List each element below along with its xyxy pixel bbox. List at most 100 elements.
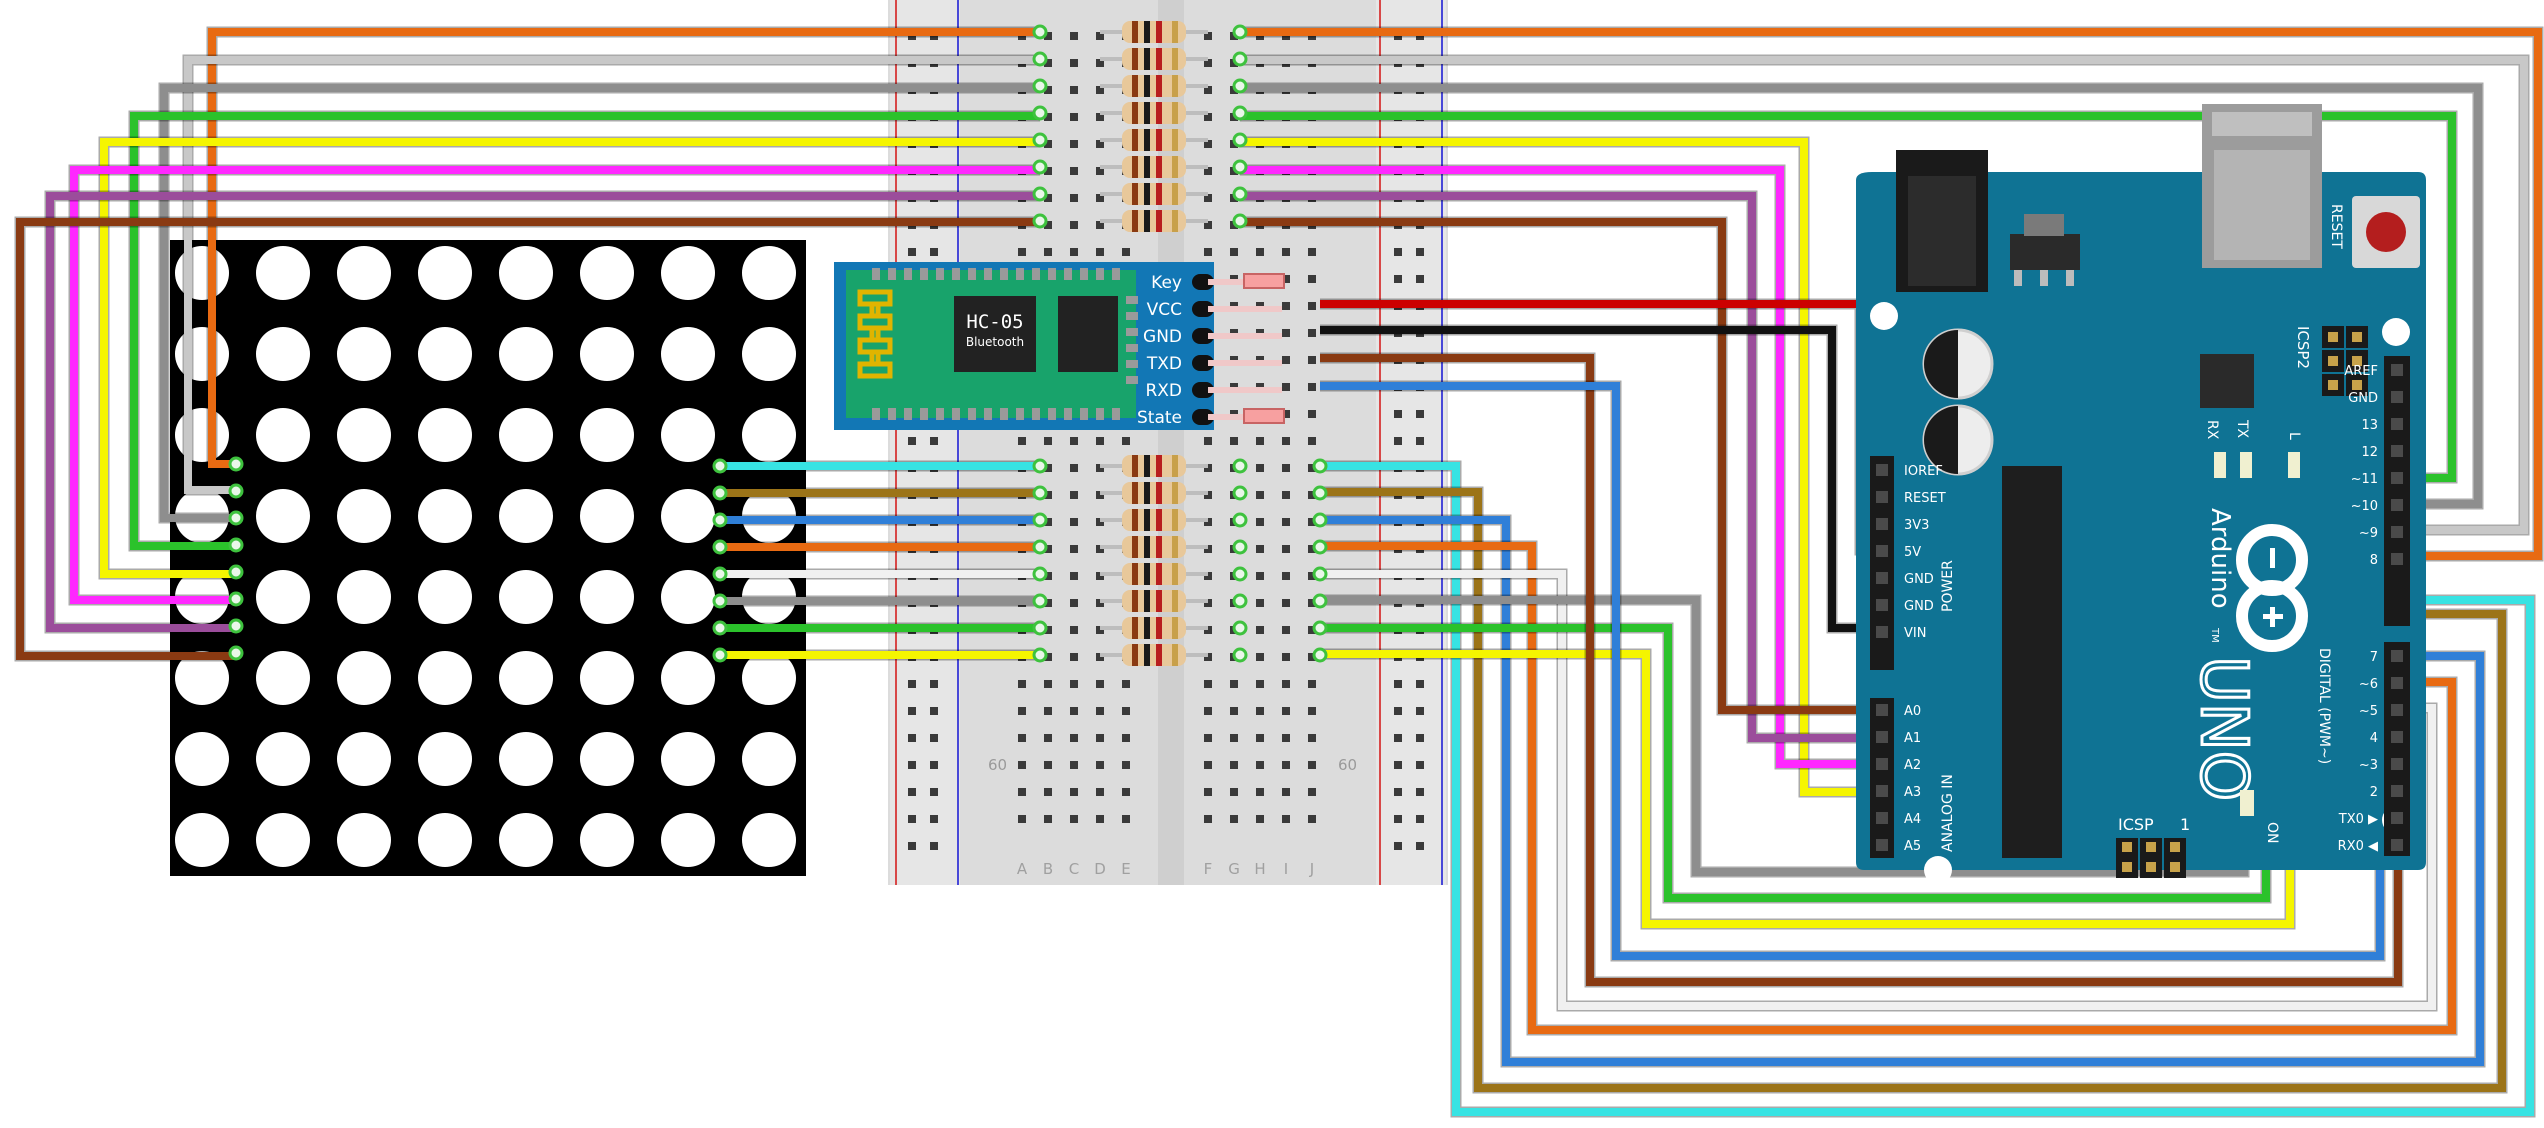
digital-pin: [2391, 677, 2403, 689]
wire-end: [1312, 620, 1328, 636]
hc05-pin-header: [1192, 382, 1214, 398]
wire-black-gnd: [1320, 326, 1878, 632]
wire-end: [1312, 593, 1328, 609]
breadboard-hole: [1070, 248, 1078, 256]
breadboard-hole: [1230, 707, 1238, 715]
hc05-pad-bottom: [968, 408, 976, 420]
breadboard-hole: [1308, 437, 1316, 445]
breadboard-hole: [1122, 707, 1130, 715]
mount-hole-3: [1924, 856, 1952, 884]
hc05-pad-top: [984, 268, 992, 280]
breadboard-hole: [1044, 86, 1052, 94]
breadboard-hole: [1256, 653, 1264, 661]
wire-end: [228, 537, 244, 553]
led-dot: [337, 246, 391, 300]
breadboard-hole: [1282, 572, 1290, 580]
led-dot: [418, 489, 472, 543]
icsp-pin-pad: [2122, 862, 2132, 872]
led-dot: [337, 327, 391, 381]
led-dot: [661, 732, 715, 786]
icsp2-pin-pad: [2352, 332, 2362, 342]
breadboard-hole: [1256, 248, 1264, 256]
breadboard-hole: [1308, 707, 1316, 715]
digital-pin: [2391, 445, 2403, 457]
wire-end: [1232, 620, 1248, 636]
digital-pin: [2391, 839, 2403, 851]
breadboard-hole: [1308, 383, 1316, 391]
breadboard-hole: [1256, 437, 1264, 445]
rail-hole: [1416, 680, 1424, 688]
breadboard-hole: [1230, 761, 1238, 769]
hc05-pad-bottom: [1000, 408, 1008, 420]
rail-hole: [930, 437, 938, 445]
breadboard-hole: [1308, 464, 1316, 472]
led-dot: [256, 813, 310, 867]
breadboard-hole: [1044, 653, 1052, 661]
resistor-band: [1156, 102, 1162, 124]
hc05-pad-bottom: [904, 408, 912, 420]
rail-hole: [908, 788, 916, 796]
led-label-tx: TX: [2234, 419, 2250, 439]
hc05-pin-header: [1192, 355, 1214, 371]
breadboard-hole: [1230, 734, 1238, 742]
wire-end: [1312, 566, 1328, 582]
icsp2-pin-pad: [2328, 356, 2338, 366]
breadboard-hole: [1070, 761, 1078, 769]
power-pin: [1876, 545, 1888, 557]
breadboard-hole: [1018, 248, 1026, 256]
hc05-state-jumper: [1243, 408, 1285, 424]
resistor-band: [1144, 563, 1150, 585]
breadboard-column-label: B: [1043, 860, 1053, 878]
digital-pin-label: ~10: [2351, 499, 2378, 514]
reset-button-cap[interactable]: [2366, 212, 2406, 252]
digital-pin: [2391, 499, 2403, 511]
breadboard-hole: [1282, 329, 1290, 337]
breadboard-hole: [1204, 113, 1212, 121]
resistor-band: [1144, 210, 1150, 232]
breadboard-hole: [1096, 140, 1104, 148]
wire-end: [1312, 539, 1328, 555]
breadboard-hole: [1256, 464, 1264, 472]
resistor-band: [1144, 455, 1150, 477]
power-pin: [1876, 599, 1888, 611]
rail-hole: [1394, 815, 1402, 823]
resistor-band: [1132, 509, 1138, 531]
hc05-pad-bottom: [1048, 408, 1056, 420]
breadboard-hole: [1044, 59, 1052, 67]
breadboard-hole: [1282, 815, 1290, 823]
breadboard-hole: [1070, 491, 1078, 499]
led-dot: [742, 651, 796, 705]
hc05-pad-bottom: [1032, 408, 1040, 420]
wire-end: [1312, 485, 1328, 501]
breadboard-hole: [1070, 464, 1078, 472]
wire-end: [1312, 647, 1328, 663]
icsp-pin-pad: [2170, 862, 2180, 872]
breadboard-hole: [1256, 518, 1264, 526]
icsp-label: ICSP: [2118, 815, 2154, 834]
breadboard-hole: [1230, 680, 1238, 688]
breadboard-hole: [1018, 680, 1026, 688]
wire-end: [1232, 186, 1248, 202]
breadboard-hole: [1096, 32, 1104, 40]
breadboard-hole: [1308, 626, 1316, 634]
hc05-pin-header: [1192, 301, 1214, 317]
led-dot: [175, 732, 229, 786]
hc05-pin-header: [1192, 328, 1214, 344]
wire-end: [712, 593, 728, 609]
led-label-rx: RX: [2204, 420, 2220, 440]
breadboard-hole: [1204, 59, 1212, 67]
led-dot: [499, 732, 553, 786]
breadboard-hole: [1044, 734, 1052, 742]
wire-end: [712, 458, 728, 474]
breadboard-hole: [1070, 86, 1078, 94]
breadboard-hole: [1044, 788, 1052, 796]
hc05-pin-label: Key: [1151, 273, 1182, 293]
resistor-band: [1144, 617, 1150, 639]
breadboard-hole: [1282, 356, 1290, 364]
wire-end: [228, 456, 244, 472]
breadboard-hole: [1308, 599, 1316, 607]
right-power-rail: [1376, 0, 1446, 885]
resistor-band: [1132, 210, 1138, 232]
digital-label: DIGITAL (PWM~): [2316, 648, 2332, 764]
